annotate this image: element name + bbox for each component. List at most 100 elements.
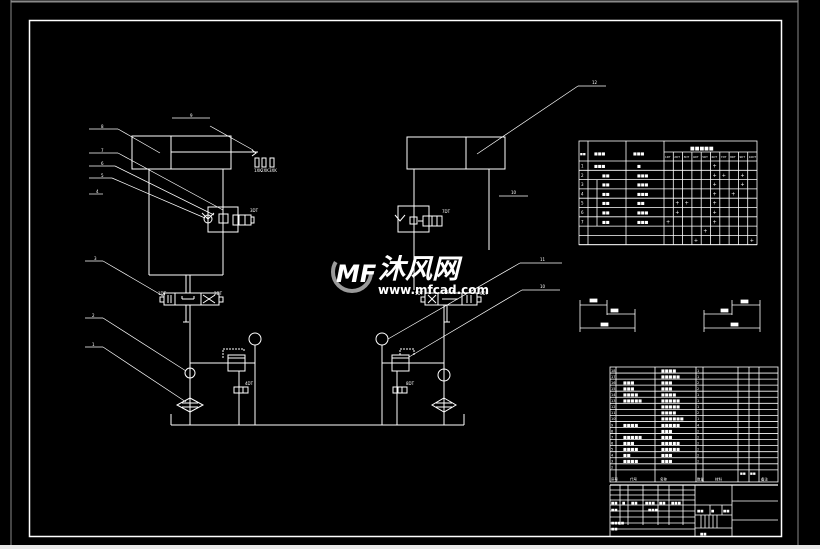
action-row-no: 2: [581, 173, 584, 178]
part-no: 15: [611, 387, 615, 391]
part-qty: 2: [697, 454, 699, 458]
action-mark: +: [713, 201, 717, 207]
action-col-2dt: 2DT: [674, 155, 680, 159]
title-block-cell: ■■: [697, 509, 704, 513]
part-code: ■■■■■: [623, 398, 642, 403]
action-col-7dt: 7DT: [721, 155, 727, 159]
title-block: ■■■■■■■■■■■■■■■■■■■■■■■■■■■■■■■: [609, 484, 778, 536]
action-table-row: 6■■■■■++: [579, 210, 757, 218]
action-table-row: 5■■■■+++: [579, 201, 757, 208]
parts-list-row: 13■■■■■■■■■■1: [610, 398, 778, 404]
part-no: 14: [611, 393, 616, 397]
action-mark: +: [666, 219, 670, 225]
action-row-name: ■■: [602, 219, 610, 224]
action-mark: +: [685, 201, 689, 207]
left-pressure-gauge: [248, 332, 262, 346]
title-block-cell: ■■: [611, 527, 618, 531]
callout-7: 7: [101, 148, 104, 153]
part-code: ■■■■: [623, 422, 638, 427]
part-no: 12: [611, 405, 615, 409]
part-code: ■■■■■: [623, 434, 642, 439]
part-name: ■■■: [661, 386, 673, 391]
action-row-signal: ■■■: [637, 210, 649, 215]
action-row-signal: ■: [637, 164, 641, 169]
action-row-name: ■■: [602, 182, 610, 187]
title-block-cell: ■■: [723, 509, 730, 513]
watermark: MF 沐风网 www.mfcad.com: [331, 251, 489, 297]
part-no: 17: [611, 375, 615, 379]
part-code: ■■■■: [623, 392, 638, 397]
part-name: ■■■■■: [661, 374, 680, 379]
action-mark: +: [713, 173, 717, 179]
part-no: 4: [611, 454, 614, 458]
part-no: 3: [611, 460, 613, 464]
parts-list-row: 15■■■■■■2: [610, 386, 778, 392]
parts-list-row: 2: [610, 466, 778, 471]
left-leaders: [85, 117, 254, 403]
part-no: 7: [611, 435, 613, 439]
part-name: ■■■■: [661, 392, 676, 397]
callout-3: 3: [94, 256, 97, 261]
parts-header-remark: 备注: [761, 477, 769, 482]
part-name: ■■■: [661, 434, 673, 439]
dim-left: [579, 298, 636, 332]
dimension-sketches: [579, 298, 761, 332]
part-qty: 2: [697, 447, 699, 451]
left-circuit: [131, 135, 464, 426]
part-qty: 2: [697, 435, 699, 439]
part-no: 5: [611, 447, 613, 451]
action-mark: +: [675, 201, 679, 207]
action-col-8dt: 8DT: [730, 155, 736, 159]
title-block-cell: ■■■■: [611, 521, 624, 525]
action-table-row: 3■■■■■++: [579, 182, 757, 190]
parts-list: 18■■■■117■■■■■116■■■■■■215■■■■■■214■■■■■…: [609, 366, 779, 483]
left-relief-valve: [227, 354, 246, 372]
part-qty: 1: [697, 405, 699, 409]
action-row-signal: ■■■: [637, 219, 649, 224]
part-qty: 2: [697, 411, 699, 415]
title-block-cell: ■■: [659, 501, 666, 505]
solenoid-1dt: 1DT: [158, 291, 167, 296]
parts-list-row: 16■■■■■■2: [610, 380, 778, 386]
left-pump: [184, 367, 196, 379]
part-name: ■■■■: [661, 410, 676, 415]
title-block-cell: ■: [711, 509, 714, 513]
action-row-no: 1: [581, 164, 584, 169]
right-pump: [437, 368, 451, 382]
part-code: ■■■: [623, 380, 635, 385]
action-col-9dt: 9DT: [739, 155, 745, 159]
action-mark: +: [740, 182, 744, 188]
part-name: ■■■: [661, 459, 673, 464]
part-name: ■■■■■■: [661, 416, 684, 421]
logo-text: MF: [336, 260, 377, 288]
action-table-head-signal: ■■■: [633, 151, 645, 156]
right-cylinder: [406, 136, 506, 170]
action-row-name: ■■: [602, 173, 610, 178]
title-block-cell: ■■: [700, 532, 707, 536]
title-block-cell: ■■■: [671, 501, 681, 505]
watermark-cn: 沐风网: [378, 254, 463, 285]
callout-6: 6: [101, 161, 104, 166]
action-row-no: 3: [581, 182, 584, 187]
switch-2xk: 2XK: [261, 168, 269, 173]
left-filter: [175, 397, 205, 413]
action-row-name: ■■: [602, 191, 610, 196]
action-mark: +: [703, 229, 707, 235]
callout-9: 9: [190, 113, 193, 118]
part-qty: 1: [697, 399, 699, 403]
callout-11: 11: [540, 257, 546, 262]
part-no: 8: [611, 429, 613, 433]
action-table-row: 2■■■■■+++: [579, 173, 757, 181]
parts-header-qty: 数量: [697, 477, 705, 482]
inner-border: [28, 19, 783, 538]
action-row-signal: ■■: [637, 201, 645, 206]
part-no: 2: [611, 466, 613, 470]
parts-header-code: 代号: [630, 477, 638, 482]
parts-header-name: 名称: [660, 477, 668, 482]
action-mark: +: [713, 164, 717, 170]
parts-extra: ■■: [750, 471, 756, 475]
solenoid-6dt: 6DT: [480, 291, 489, 296]
parts-list-row: 14■■■■■■■■1: [610, 392, 778, 398]
